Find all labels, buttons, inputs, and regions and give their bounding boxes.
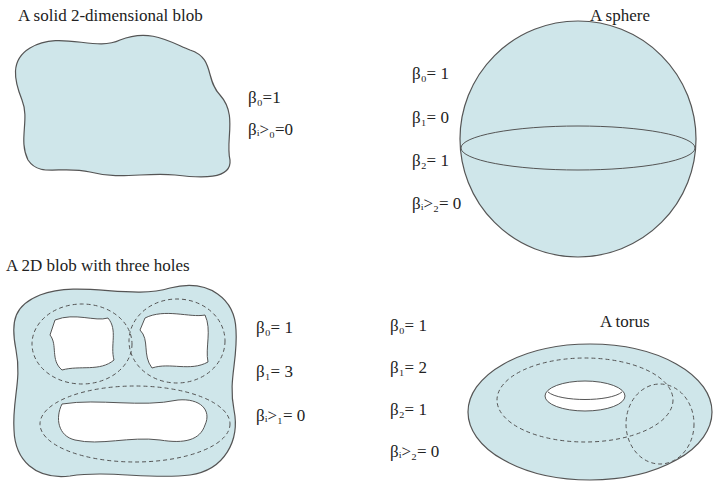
betti-number: βᵢ>₂= 0: [412, 194, 461, 214]
hole-loop: [40, 386, 230, 462]
betti-number: β₀= 1: [412, 64, 449, 84]
torus-loop: [497, 358, 673, 442]
betti-number: β₀= 1: [256, 318, 293, 338]
betti-number: β₀= 1: [390, 316, 427, 336]
panel-title: A 2D blob with three holes: [6, 256, 190, 276]
betti-number: β₁= 0: [412, 108, 449, 128]
betti-number: β₂= 1: [412, 151, 449, 171]
panel-title: A sphere: [590, 6, 650, 26]
torus-loop: [626, 384, 694, 464]
sphere-equator: [461, 126, 695, 170]
betti-number: β₀=1: [248, 88, 281, 108]
betti-number: β₂= 1: [390, 400, 427, 420]
torus: [468, 344, 712, 480]
betti-number: β₁= 2: [390, 358, 427, 378]
hole-loop: [32, 304, 132, 384]
hole: [50, 317, 114, 370]
panel-title: A torus: [600, 312, 650, 332]
torus-inner-edge: [548, 392, 622, 400]
torus-hole: [545, 381, 625, 411]
hole: [140, 313, 208, 368]
panel-title: A solid 2-dimensional blob: [18, 6, 203, 26]
betti-number: βᵢ>₁= 0: [256, 406, 305, 426]
hole-loop: [129, 299, 225, 383]
sphere: [460, 21, 696, 257]
betti-number: βᵢ>₂= 0: [390, 442, 439, 462]
betti-number: β₁= 3: [256, 362, 293, 382]
solid-blob: [15, 35, 230, 177]
holed-blob: [14, 286, 237, 477]
hole: [58, 400, 207, 442]
betti-number: βᵢ>₀=0: [248, 120, 293, 140]
